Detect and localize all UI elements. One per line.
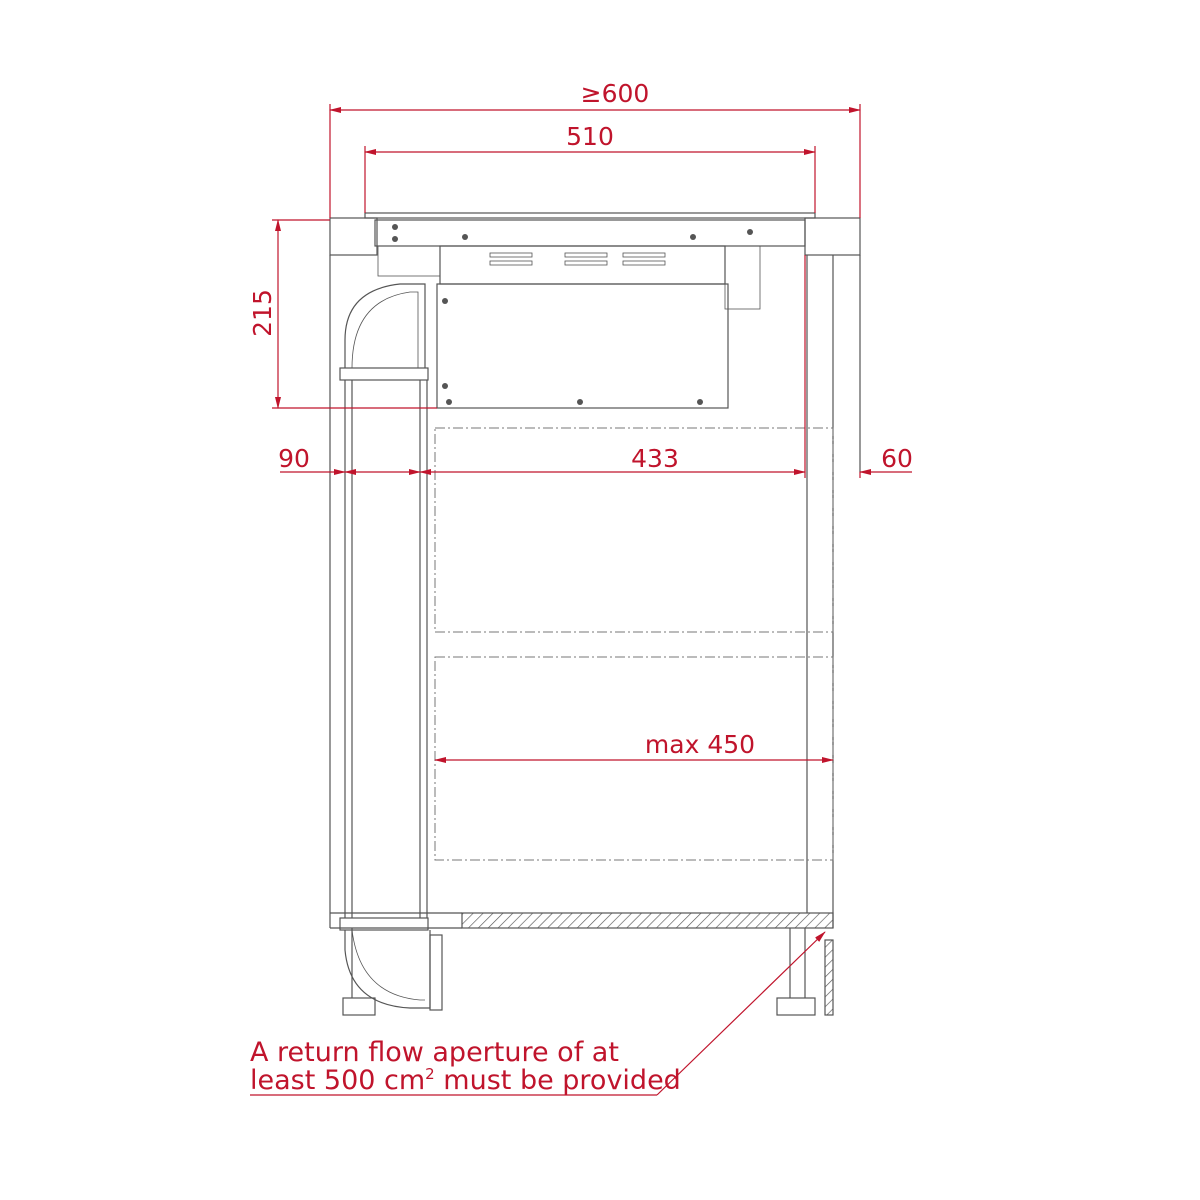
worktop xyxy=(329,217,861,256)
dim-height: 215 xyxy=(248,289,277,337)
note-line-2: least 500 cm2 must be provided xyxy=(250,1065,681,1096)
dimension-lines xyxy=(250,104,912,1096)
dim-drawer-clearance: 433 xyxy=(631,444,679,473)
hob xyxy=(364,212,816,409)
air-duct xyxy=(339,283,443,1011)
dim-drawer-depth: max 450 xyxy=(645,730,755,759)
dim-front-clearance: 90 xyxy=(278,444,310,473)
dim-hob-width: 510 xyxy=(566,122,614,151)
cabinet xyxy=(329,255,861,1016)
note-line-1: A return flow aperture of at xyxy=(250,1037,619,1068)
dim-rear-gap: 60 xyxy=(881,444,913,473)
drawers xyxy=(434,427,834,861)
dim-overall-depth: ≥600 xyxy=(581,79,650,108)
